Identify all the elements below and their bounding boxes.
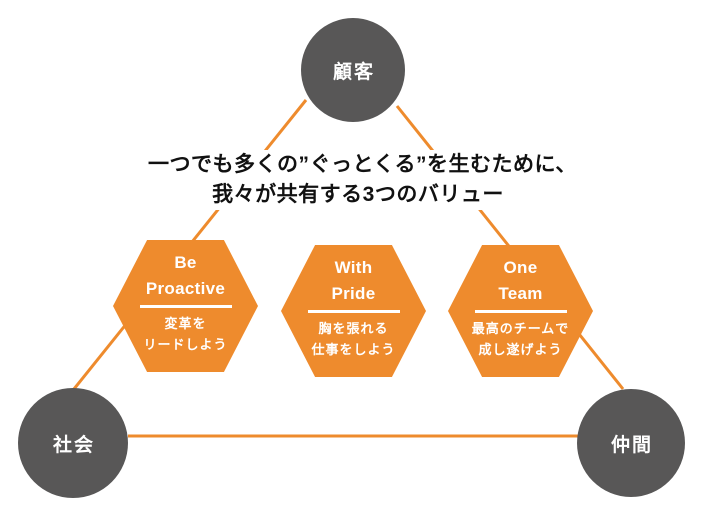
value-english-title: Be Proactive — [113, 250, 258, 302]
value-divider — [307, 310, 400, 313]
value-jp-line-1: 最高のチームで — [471, 321, 570, 336]
value-jp-line-2: 成し遂げよう — [478, 342, 563, 357]
node-customer-label: 顧客 — [332, 61, 375, 83]
value-divider — [474, 310, 567, 313]
value-english-title: With Pride — [281, 255, 426, 307]
headline-line-1: 一つでも多くの”ぐっとくる”を生むために、 — [148, 153, 577, 176]
value-hexagon-one-team: One Team 最高のチームで 成し遂げよう — [448, 245, 593, 377]
value-english-title: One Team — [448, 255, 593, 307]
value-hexagon-with-pride: With Pride 胸を張れる 仕事をしよう — [281, 245, 426, 377]
headline: 一つでも多くの”ぐっとくる”を生むために、 我々が共有する3つのバリュー — [148, 150, 577, 210]
node-society-label: 社会 — [52, 434, 95, 456]
value-jp-line-1: 胸を張れる — [318, 321, 389, 336]
value-jp-line-2: リードしよう — [143, 337, 228, 352]
value-jp-line-2: 仕事をしよう — [311, 342, 396, 357]
value-en-line-1: One — [503, 258, 538, 277]
value-japanese-subtitle: 最高のチームで 成し遂げよう — [448, 318, 593, 360]
value-japanese-subtitle: 胸を張れる 仕事をしよう — [281, 318, 426, 360]
value-jp-line-1: 変革を — [164, 316, 207, 331]
value-en-line-2: Team — [498, 284, 543, 303]
value-divider — [139, 305, 232, 308]
value-japanese-subtitle: 変革を リードしよう — [113, 313, 258, 355]
node-colleague: 仲間 — [577, 389, 685, 497]
value-en-line-2: Pride — [331, 284, 376, 303]
value-en-line-1: With — [334, 258, 373, 277]
value-en-line-1: Be — [174, 253, 197, 272]
node-customer: 顧客 — [301, 18, 405, 122]
value-en-line-2: Proactive — [145, 279, 226, 298]
headline-line-2: 我々が共有する3つのバリュー — [212, 183, 504, 206]
node-colleague-label: 仲間 — [610, 434, 653, 456]
value-hexagon-be-proactive: Be Proactive 変革を リードしよう — [113, 240, 258, 372]
node-society: 社会 — [18, 388, 128, 498]
